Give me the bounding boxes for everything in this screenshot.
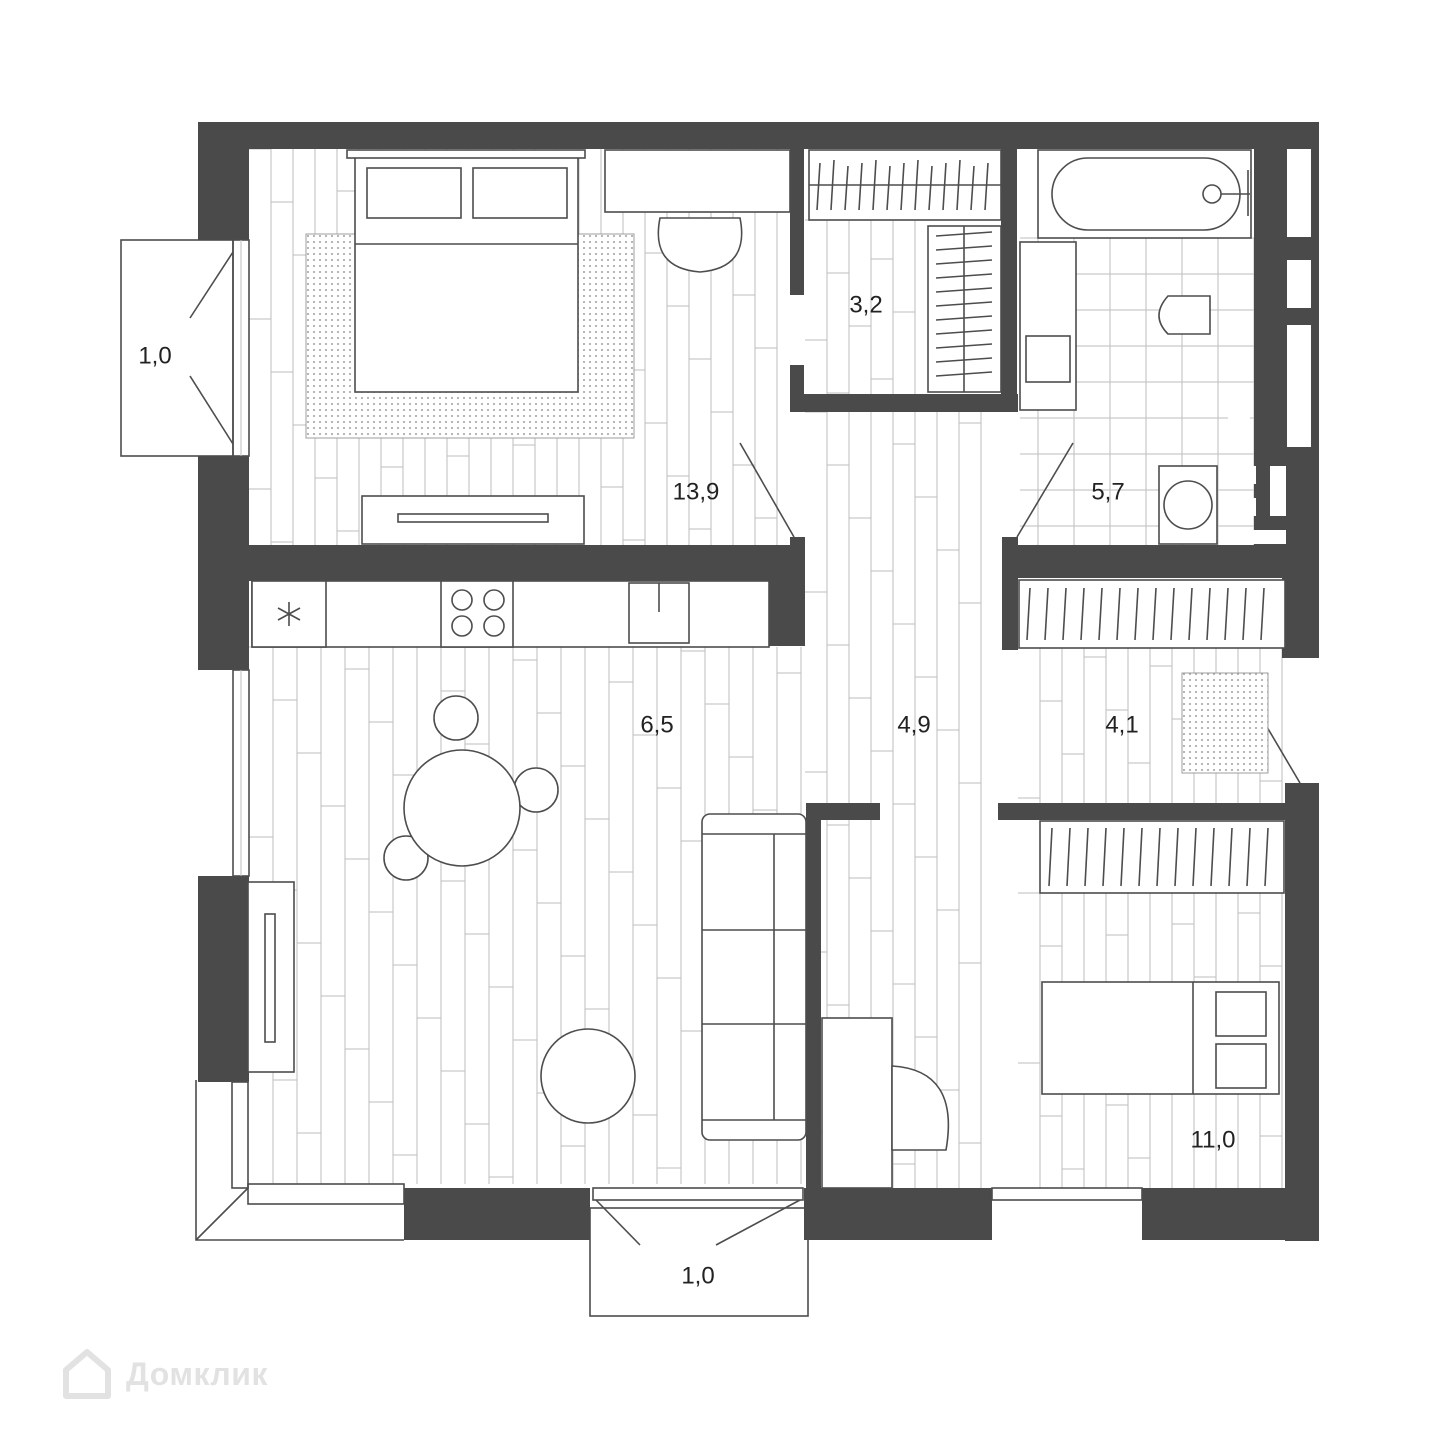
- area-label-entrance: 4,1: [1105, 711, 1138, 738]
- area-label-hallway: 4,9: [897, 711, 930, 738]
- watermark: Домклик: [62, 1346, 268, 1402]
- wardrobe-hangers: [816, 159, 1269, 887]
- balconies: [120, 239, 809, 1317]
- bathroom-fixtures: [1019, 149, 1252, 545]
- desk: [821, 1017, 950, 1189]
- windows: [231, 239, 1143, 1205]
- watermark-text: Домклик: [126, 1355, 268, 1392]
- area-label-storage: 3,2: [849, 291, 882, 318]
- area-label-bathroom: 5,7: [1091, 478, 1124, 505]
- living-furniture: [247, 695, 807, 1141]
- area-labels: 13,9 3,2 5,7 6,5 4,9 4,1 11,0 1,0 1,0: [138, 291, 1235, 1289]
- doors: [189, 251, 1301, 1246]
- area-label-kitchen-living: 6,5: [640, 711, 673, 738]
- kitchen-furniture: [251, 580, 770, 648]
- house-icon: [63, 1349, 111, 1399]
- floor-boards: [249, 148, 1283, 1188]
- storage-shelves: [808, 149, 1002, 393]
- entrance-furniture: [1018, 579, 1286, 774]
- children-room-furniture: [1039, 820, 1285, 1095]
- area-label-children-room: 11,0: [1191, 1126, 1236, 1153]
- area-label-bedroom: 13,9: [673, 478, 720, 505]
- area-label-balcony-west: 1,0: [138, 342, 171, 369]
- area-label-balcony-south: 1,0: [681, 1262, 714, 1289]
- walls: [198, 122, 1319, 1241]
- bedroom-furniture: [305, 149, 791, 545]
